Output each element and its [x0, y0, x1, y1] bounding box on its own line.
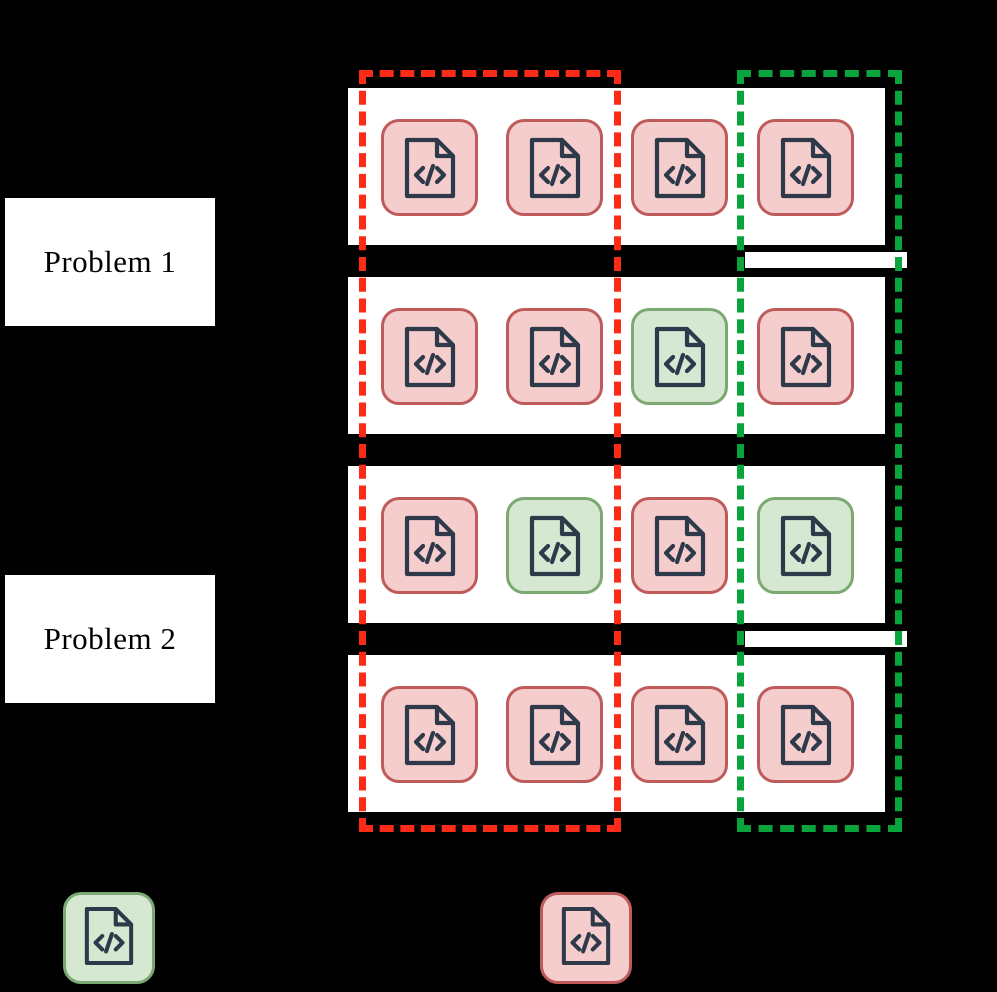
- solution-card[interactable]: [381, 497, 478, 594]
- solution-card[interactable]: [757, 308, 854, 405]
- blank-annotation-bar-bottom: [745, 631, 907, 647]
- legend-fail-card: [540, 892, 632, 984]
- code-file-icon: [653, 515, 707, 577]
- code-file-icon: [779, 704, 833, 766]
- code-file-icon: [528, 704, 582, 766]
- solution-card[interactable]: [381, 686, 478, 783]
- code-file-icon: [528, 515, 582, 577]
- solution-card[interactable]: [506, 497, 603, 594]
- code-file-icon: [403, 704, 457, 766]
- code-file-icon: [779, 137, 833, 199]
- solution-card[interactable]: [631, 497, 728, 594]
- code-file-icon: [528, 326, 582, 388]
- solution-card[interactable]: [631, 119, 728, 216]
- solution-card[interactable]: [381, 119, 478, 216]
- solution-card[interactable]: [757, 686, 854, 783]
- solution-card[interactable]: [506, 308, 603, 405]
- code-file-icon: [560, 906, 612, 971]
- problem-1-label-box: Problem 1: [5, 198, 215, 326]
- code-file-icon: [779, 515, 833, 577]
- code-file-icon: [403, 515, 457, 577]
- code-file-icon: [403, 137, 457, 199]
- solution-card[interactable]: [506, 686, 603, 783]
- code-file-icon: [83, 906, 135, 971]
- problem-1-label-text: Problem 1: [43, 244, 177, 279]
- code-file-icon: [779, 326, 833, 388]
- code-file-icon: [653, 704, 707, 766]
- code-file-icon: [653, 137, 707, 199]
- code-file-icon: [403, 326, 457, 388]
- legend-pass-card: [63, 892, 155, 984]
- code-file-icon: [653, 326, 707, 388]
- solution-card[interactable]: [631, 686, 728, 783]
- legend-fail-sample[interactable]: [540, 892, 632, 984]
- legend-pass-sample[interactable]: [63, 892, 155, 984]
- solution-card[interactable]: [757, 119, 854, 216]
- code-file-icon: [528, 137, 582, 199]
- problem-2-label-text: Problem 2: [43, 621, 177, 656]
- problem-2-label-box: Problem 2: [5, 575, 215, 703]
- solution-card[interactable]: [631, 308, 728, 405]
- solution-card[interactable]: [757, 497, 854, 594]
- solution-card[interactable]: [381, 308, 478, 405]
- solution-card[interactable]: [506, 119, 603, 216]
- blank-annotation-bar-top: [745, 252, 907, 268]
